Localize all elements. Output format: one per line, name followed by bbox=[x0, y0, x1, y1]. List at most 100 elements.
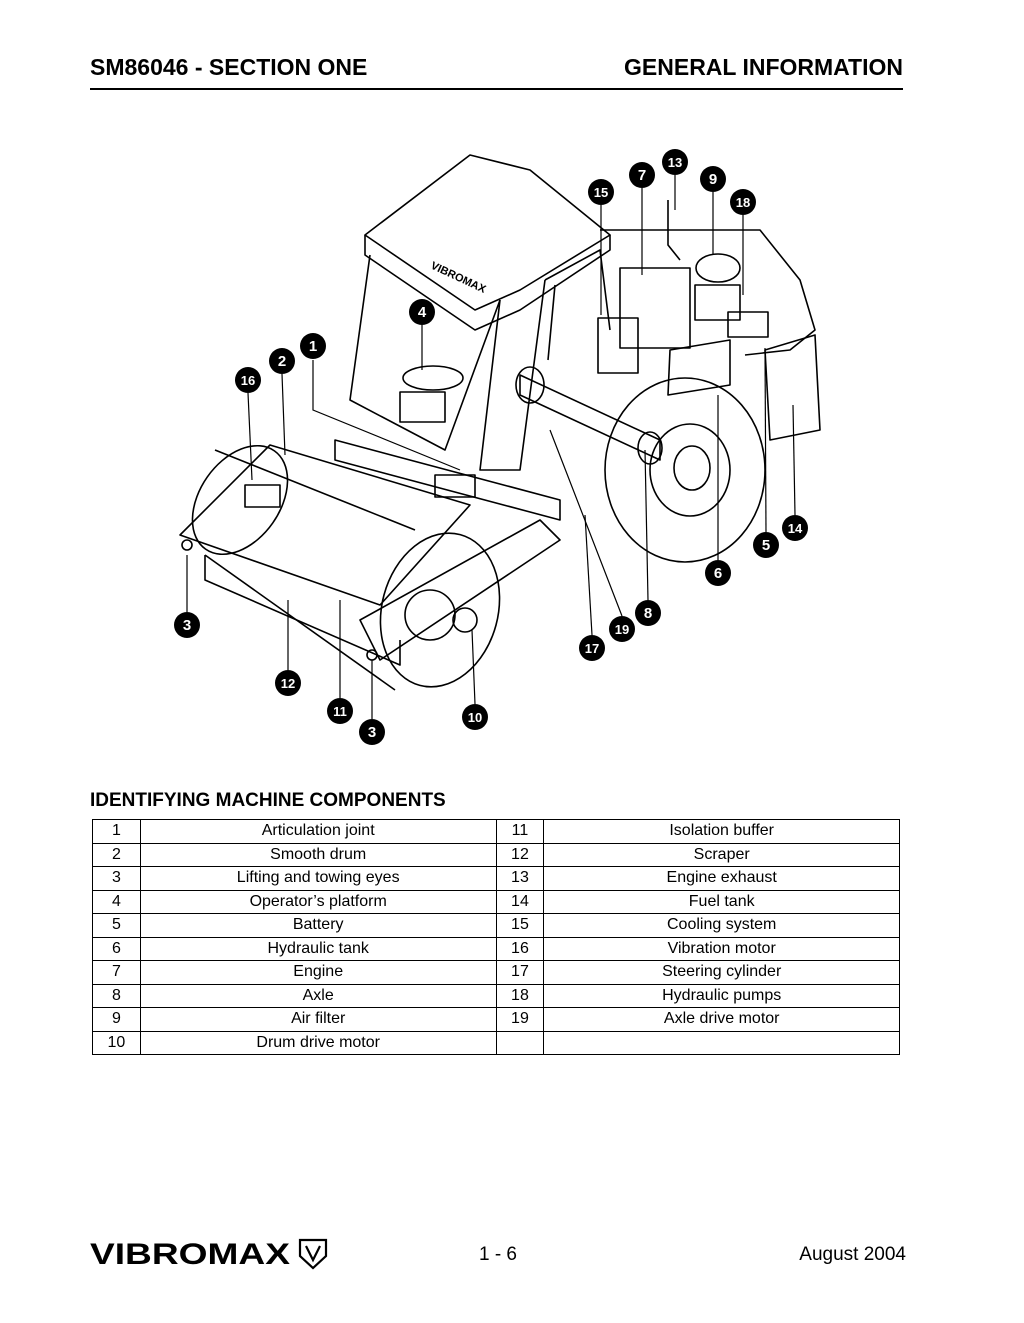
component-number: 5 bbox=[92, 913, 141, 938]
component-name: Hydraulic tank bbox=[139, 936, 497, 961]
callout-12: 12 bbox=[275, 670, 301, 696]
component-name: Axle bbox=[139, 983, 497, 1008]
seat bbox=[399, 391, 446, 423]
component-name: Articulation joint bbox=[139, 819, 497, 844]
svg-text:4: 4 bbox=[418, 304, 427, 321]
cab-roof bbox=[364, 154, 611, 311]
component-number: 18 bbox=[495, 983, 545, 1008]
cooling-unit bbox=[597, 317, 639, 374]
exhaust-pipe bbox=[667, 200, 681, 261]
air-filter bbox=[695, 253, 741, 283]
callout-7: 7 bbox=[629, 162, 655, 188]
callout-3: 3 bbox=[359, 719, 385, 745]
callout-1: 1 bbox=[300, 333, 326, 359]
svg-text:11: 11 bbox=[333, 704, 347, 719]
component-number: 11 bbox=[495, 819, 545, 844]
component-number: 1 bbox=[92, 819, 141, 844]
component-number: 17 bbox=[495, 960, 545, 985]
svg-text:19: 19 bbox=[615, 622, 629, 637]
cab-front-window bbox=[349, 254, 501, 451]
component-name: Hydraulic pumps bbox=[543, 983, 900, 1008]
component-number: 19 bbox=[495, 1007, 545, 1032]
svg-text:18: 18 bbox=[736, 195, 750, 210]
cab-brand-text: VIBROMAX bbox=[429, 260, 488, 296]
callout-14: 14 bbox=[782, 515, 808, 541]
callout-13: 13 bbox=[662, 149, 688, 175]
svg-text:16: 16 bbox=[241, 373, 255, 388]
svg-text:15: 15 bbox=[594, 185, 608, 200]
drum-left-end bbox=[191, 444, 289, 556]
callout-6: 6 bbox=[705, 560, 731, 586]
component-number: 15 bbox=[495, 913, 545, 938]
pump-block bbox=[694, 284, 741, 321]
component-number: 12 bbox=[495, 842, 545, 867]
component-number: 13 bbox=[495, 866, 545, 891]
svg-text:10: 10 bbox=[468, 710, 482, 725]
page-number: 1 - 6 bbox=[478, 1244, 518, 1265]
svg-text:3: 3 bbox=[183, 617, 191, 634]
publication-date: August 2004 bbox=[799, 1244, 906, 1265]
drum-right-end bbox=[379, 532, 501, 688]
component-name: Cooling system bbox=[543, 913, 900, 938]
callout-16: 16 bbox=[235, 367, 261, 393]
rear-axle bbox=[519, 374, 661, 461]
component-name: Battery bbox=[139, 913, 497, 938]
battery-box bbox=[727, 311, 769, 338]
leader-lines bbox=[186, 175, 796, 719]
header-chapter-title: GENERAL INFORMATION bbox=[624, 54, 903, 80]
callout-17: 17 bbox=[579, 635, 605, 661]
svg-text:3: 3 bbox=[368, 724, 376, 741]
drum-frame-top bbox=[179, 444, 471, 606]
header-section-title: SM86046 - SECTION ONE bbox=[90, 54, 368, 80]
svg-text:6: 6 bbox=[714, 565, 722, 582]
component-name: Vibration motor bbox=[543, 936, 900, 961]
component-name: Steering cylinder bbox=[543, 960, 900, 985]
vibration-motor bbox=[244, 484, 281, 508]
svg-text:2: 2 bbox=[278, 353, 286, 370]
svg-text:13: 13 bbox=[668, 155, 682, 170]
component-name: Operator’s platform bbox=[139, 889, 497, 914]
component-number: 16 bbox=[495, 936, 545, 961]
articulation-joint bbox=[434, 474, 476, 498]
component-number: 8 bbox=[92, 983, 141, 1008]
callout-9: 9 bbox=[700, 166, 726, 192]
component-name: Lifting and towing eyes bbox=[139, 866, 497, 891]
section-title: IDENTIFYING MACHINE COMPONENTS bbox=[90, 790, 446, 811]
component-name: Engine exhaust bbox=[543, 866, 900, 891]
callout-19: 19 bbox=[609, 616, 635, 642]
component-name: Isolation buffer bbox=[543, 819, 900, 844]
svg-text:VIBROMAX: VIBROMAX bbox=[90, 1238, 290, 1271]
component-name: Drum drive motor bbox=[139, 1030, 497, 1055]
callout-3: 3 bbox=[174, 612, 200, 638]
svg-text:7: 7 bbox=[638, 167, 646, 184]
callout-10: 10 bbox=[462, 704, 488, 730]
steering-wheel bbox=[402, 365, 464, 391]
svg-text:8: 8 bbox=[644, 605, 652, 622]
component-number: 7 bbox=[92, 960, 141, 985]
component-number: 14 bbox=[495, 889, 545, 914]
callout-18: 18 bbox=[730, 189, 756, 215]
page-header: SM86046 - SECTION ONE GENERAL INFORMATIO… bbox=[90, 52, 903, 90]
component-name: Smooth drum bbox=[139, 842, 497, 867]
component-number: 2 bbox=[92, 842, 141, 867]
callout-15: 15 bbox=[588, 179, 614, 205]
component-number: 4 bbox=[92, 889, 141, 914]
engine-block bbox=[619, 267, 691, 349]
component-name: Axle drive motor bbox=[543, 1007, 900, 1032]
chassis bbox=[334, 439, 561, 521]
logo-badge-icon bbox=[298, 1238, 328, 1270]
engine-hood bbox=[600, 229, 816, 356]
component-name: Fuel tank bbox=[543, 889, 900, 914]
fuel-tank bbox=[764, 334, 821, 441]
